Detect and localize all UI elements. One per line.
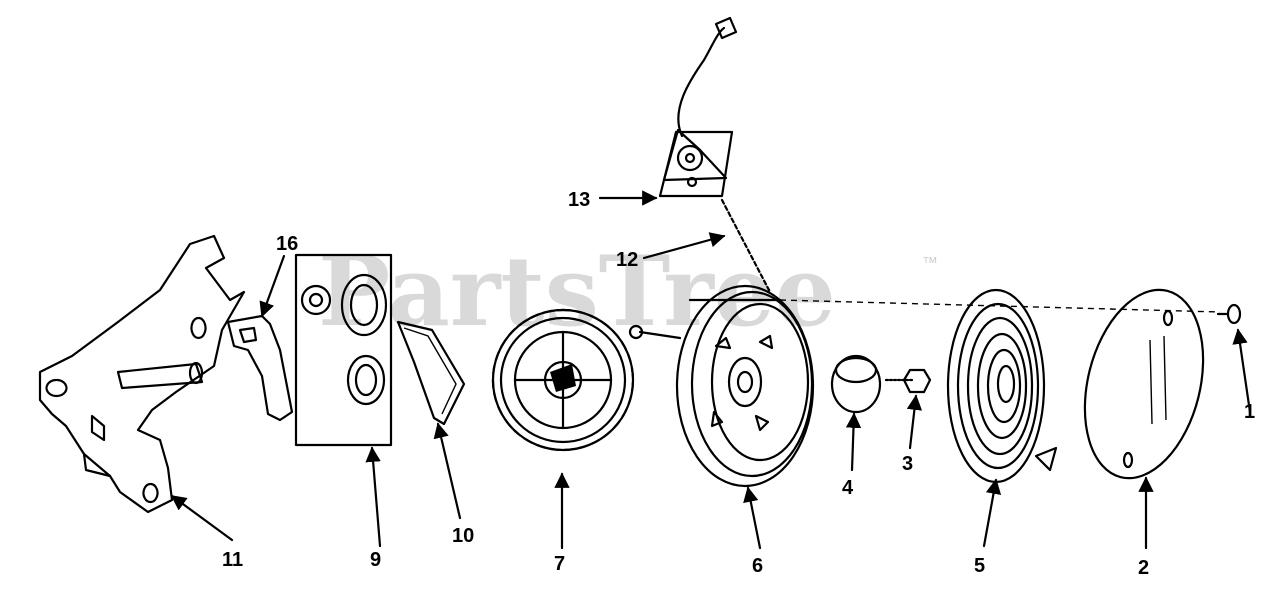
part-screw (884, 368, 932, 394)
callout-3: 3 (902, 453, 913, 475)
part-rope-handle (658, 16, 772, 294)
assembly-line (779, 299, 1221, 313)
callout-12: 12 (616, 249, 638, 271)
callout-9: 9 (370, 549, 381, 571)
callout-7: 7 (554, 553, 565, 575)
part-bracket (38, 234, 246, 514)
part-small-screw (1216, 303, 1242, 325)
callout-11: 11 (222, 549, 243, 571)
part-cup (830, 354, 882, 414)
callout-6: 6 (752, 555, 763, 577)
part-gear (491, 308, 635, 452)
callout-10: 10 (452, 525, 474, 547)
callout-5: 5 (974, 555, 985, 577)
watermark-trademark: ™ (922, 255, 938, 272)
callout-13: 13 (568, 189, 590, 211)
callout-2: 2 (1138, 557, 1149, 579)
part-clip (226, 314, 294, 422)
part-plate-kit (294, 253, 393, 447)
callout-1: 1 (1244, 401, 1255, 423)
callout-16: 16 (276, 233, 298, 255)
leader-lines (170, 190, 1252, 550)
part-pulley (628, 284, 815, 488)
part-spring (946, 288, 1058, 484)
callout-4: 4 (842, 477, 854, 499)
